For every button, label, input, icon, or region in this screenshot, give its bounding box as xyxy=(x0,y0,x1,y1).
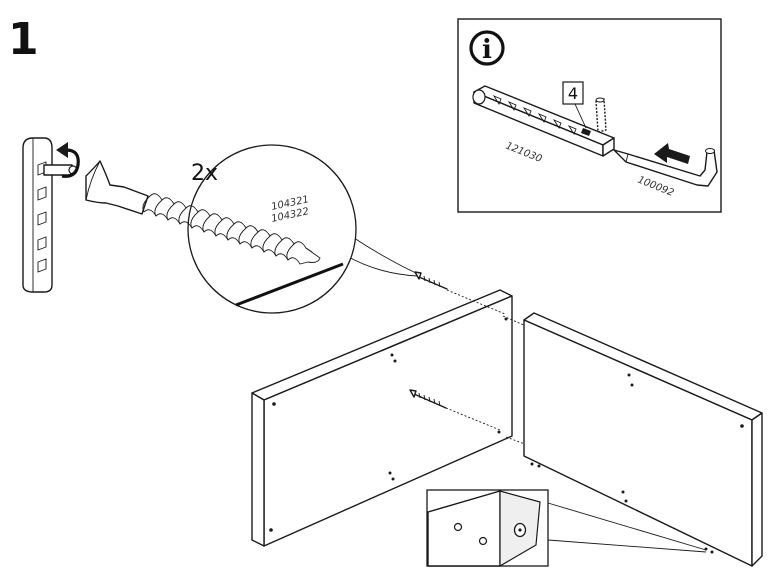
cam-lock-bracket-drawing xyxy=(22,137,80,293)
rotate-arrow-icon xyxy=(56,142,80,178)
hole-position-number: 4 xyxy=(568,84,578,103)
allen-key-drawing xyxy=(613,148,718,187)
arrow-icon xyxy=(654,143,690,164)
hole-position-box xyxy=(562,81,584,105)
screw-thread xyxy=(142,193,321,265)
side-panel-left xyxy=(251,289,513,547)
info-box: i 4 121030 100092 xyxy=(457,18,722,213)
small-screw-drawing xyxy=(414,271,448,290)
info-icon: i xyxy=(469,30,505,66)
quantity-label: 2x xyxy=(191,161,218,186)
screw-magnifier: 2x 104321 104322 xyxy=(85,144,419,314)
side-panel-right xyxy=(523,312,763,567)
cam-lock-rail-drawing xyxy=(472,85,615,157)
corner-detail-inset xyxy=(426,489,707,567)
info-symbol: i xyxy=(482,35,492,65)
step-number: 1 xyxy=(8,14,39,65)
